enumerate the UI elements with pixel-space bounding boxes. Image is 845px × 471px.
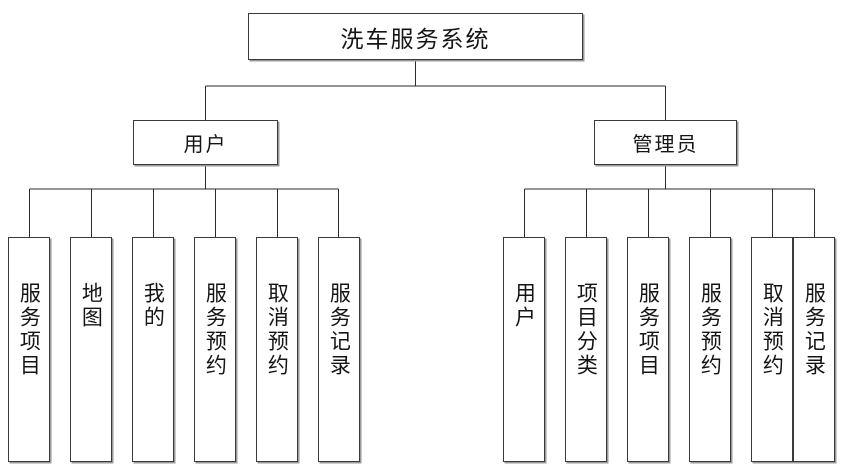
node-leaf-user-5-label: 取消预约 [265,282,290,378]
node-leaf-admin-5[interactable]: 取消预约 [751,237,793,462]
node-leaf-user-5[interactable]: 取消预约 [256,237,298,462]
node-leaf-user-4[interactable]: 服务预约 [194,237,236,462]
node-leaf-user-1-label: 服务项目 [17,282,42,378]
node-leaf-user-2-label: 地图 [79,282,104,330]
node-group-admin[interactable]: 管理员 [594,120,737,165]
node-root[interactable]: 洗车服务系统 [248,13,583,60]
node-leaf-admin-2-label: 项目分类 [574,282,599,378]
node-leaf-admin-2[interactable]: 项目分类 [565,237,607,462]
node-leaf-admin-1[interactable]: 用户 [503,237,545,462]
node-leaf-admin-1-label: 用户 [512,282,537,330]
node-leaf-admin-4[interactable]: 服务预约 [689,237,731,462]
node-root-label: 洗车服务系统 [340,26,491,52]
node-leaf-admin-4-label: 服务预约 [698,282,723,378]
node-leaf-user-3-label: 我的 [141,282,166,330]
node-group-user[interactable]: 用户 [133,120,278,165]
node-leaf-admin-3[interactable]: 服务项目 [627,237,669,462]
node-leaf-user-6[interactable]: 服务记录 [318,237,360,462]
node-leaf-user-3[interactable]: 我的 [132,237,174,462]
node-group-user-label: 用户 [183,134,228,156]
node-leaf-user-2[interactable]: 地图 [70,237,112,462]
node-leaf-user-1[interactable]: 服务项目 [8,237,50,462]
node-leaf-user-6-label: 服务记录 [327,282,352,378]
node-leaf-admin-3-label: 服务项目 [636,282,661,378]
node-group-admin-label: 管理员 [632,134,699,156]
node-leaf-user-4-label: 服务预约 [203,282,228,378]
node-leaf-admin-6-label: 服务记录 [802,282,827,378]
node-leaf-admin-5-label: 取消预约 [760,282,785,378]
node-leaf-admin-6[interactable]: 服务记录 [793,237,835,462]
